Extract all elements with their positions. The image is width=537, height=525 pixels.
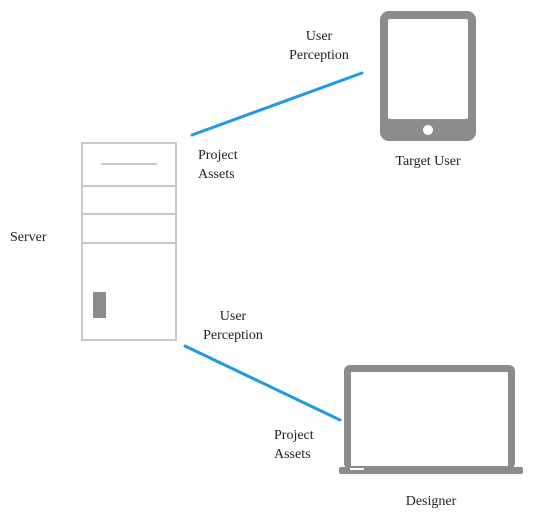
edge-label-line: User xyxy=(305,29,333,44)
target-user-label: Target User xyxy=(395,154,461,169)
laptop-icon xyxy=(339,365,523,474)
designer-label: Designer xyxy=(405,494,457,509)
edge-label-line: Perception xyxy=(289,48,349,63)
connector-server-designer xyxy=(183,344,342,422)
edge-label-project-assets-top: Project Assets xyxy=(198,146,238,184)
edge-label-project-assets-bottom: Project Assets xyxy=(274,426,314,464)
edge-label-line: Project xyxy=(274,428,314,443)
edge-label-user-perception-top: User Perception xyxy=(264,27,374,65)
edge-label-user-perception-bottom: User Perception xyxy=(183,307,283,345)
connector-server-target-user xyxy=(190,71,364,137)
server-label: Server xyxy=(10,230,47,245)
edge-label-line: Project xyxy=(198,148,238,163)
edge-label-line: Assets xyxy=(274,447,311,462)
edge-label-line: Assets xyxy=(198,167,235,182)
server-tower-icon xyxy=(81,142,177,341)
edge-label-line: Perception xyxy=(203,328,263,343)
edge-label-line: User xyxy=(219,309,247,324)
tablet-icon xyxy=(380,11,476,141)
